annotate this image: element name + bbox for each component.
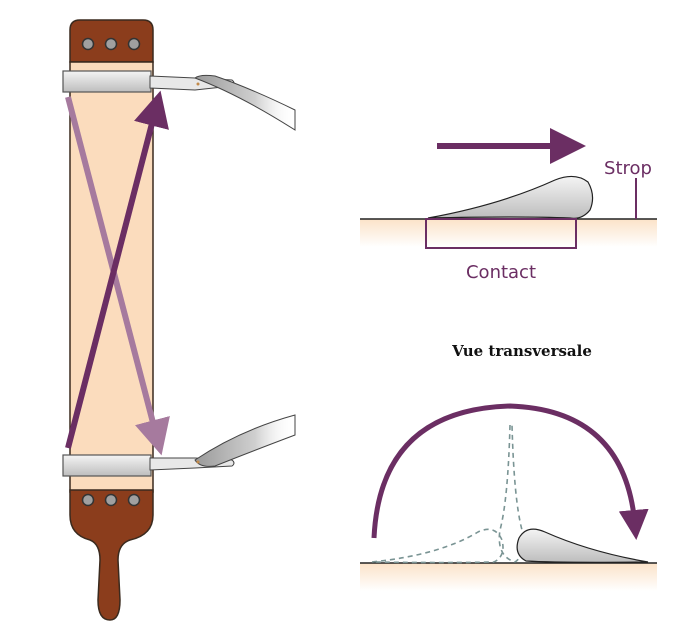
- blade-ghost-vertical: [498, 424, 524, 563]
- cross-section-view: Vue transversale: [360, 342, 657, 591]
- rivet: [81, 37, 95, 51]
- contact-zone: [425, 218, 577, 249]
- straight-razor-icon: [62, 70, 296, 131]
- blade-profile: [427, 175, 594, 219]
- rivet: [104, 37, 118, 51]
- rivet: [127, 37, 141, 51]
- rivet: [127, 493, 141, 507]
- rivet: [104, 493, 118, 507]
- rivet: [81, 493, 95, 507]
- flip-arrow-icon: [371, 403, 649, 540]
- straight-razor-icon: [62, 414, 296, 477]
- blade-profile: [516, 528, 649, 563]
- contact-view: Contact Strop: [360, 128, 657, 283]
- blade-ghost-left: [371, 528, 504, 564]
- strop-label: Strop: [604, 158, 652, 179]
- contact-label: Contact: [466, 262, 536, 283]
- cross-section-title: Vue transversale: [451, 342, 592, 360]
- strop-bottom-tab: [69, 489, 154, 621]
- stroke-arrow-up: [65, 90, 169, 449]
- strop: [65, 19, 170, 621]
- strop-surface: [360, 219, 657, 247]
- strop-surface: [360, 563, 657, 591]
